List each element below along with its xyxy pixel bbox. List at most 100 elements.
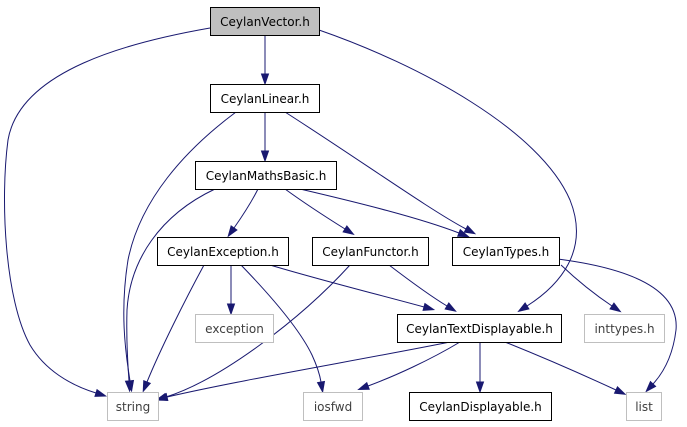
edge-line	[240, 264, 322, 383]
arrowhead	[475, 381, 485, 394]
edge-line	[4, 27, 211, 394]
edge-ceylan-exception-h-to-iosfwd	[240, 264, 326, 394]
edge-line	[504, 341, 617, 391]
node-inttypes-h: inttypes.h	[584, 314, 665, 343]
node-string: string	[107, 392, 159, 421]
edge-ceylan-exception-h-to-exception	[226, 265, 236, 316]
node-label: CeylanVector.h	[220, 15, 310, 29]
node-label: CeylanLinear.h	[221, 92, 310, 106]
edge-ceylan-types-h-to-list	[539, 256, 677, 393]
arrowhead	[155, 392, 169, 401]
arrowhead	[463, 225, 477, 235]
edge-ceylan-linear-h-to-ceylan-maths-basic-h	[260, 112, 270, 163]
edge-ceylan-text-displayable-h-to-ceylan-displayable-h	[475, 342, 485, 394]
node-box	[107, 392, 159, 421]
edge-line	[146, 264, 205, 383]
arrowhead	[422, 302, 436, 311]
node-exception: exception	[195, 314, 274, 343]
arrowhead	[444, 302, 457, 312]
edge-ceylan-exception-h-to-string	[142, 264, 205, 393]
edge-line	[318, 29, 577, 307]
node-box	[195, 314, 274, 343]
edge-line	[166, 341, 451, 398]
edges-layer	[4, 27, 677, 401]
arrowhead	[260, 150, 270, 163]
node-box	[157, 237, 289, 266]
node-box	[452, 237, 560, 266]
arrowhead	[357, 381, 370, 390]
edge-line	[284, 111, 467, 230]
edge-line	[560, 264, 613, 307]
node-label: CeylanException.h	[167, 245, 279, 259]
node-ceylan-linear-h[interactable]: CeylanLinear.h	[210, 84, 320, 113]
edge-line	[539, 256, 677, 385]
node-box	[210, 7, 320, 36]
arrowhead	[142, 379, 152, 393]
edge-line	[269, 264, 425, 308]
arrowhead	[645, 380, 657, 393]
edge-ceylan-maths-basic-h-to-ceylan-functor-h	[284, 188, 355, 236]
arrowhead	[260, 73, 270, 86]
edge-ceylan-text-displayable-h-to-iosfwd	[357, 341, 461, 390]
nodes-layer: CeylanVector.hCeylanLinear.hCeylanMathsB…	[107, 7, 665, 421]
node-ceylan-displayable-h[interactable]: CeylanDisplayable.h	[409, 392, 552, 421]
edge-line	[233, 188, 259, 229]
arrowhead	[517, 302, 530, 313]
arrowhead	[457, 228, 470, 238]
edge-ceylan-functor-h-to-ceylan-text-displayable-h	[388, 264, 457, 312]
node-ceylan-types-h[interactable]: CeylanTypes.h	[452, 237, 560, 266]
node-list: list	[626, 392, 662, 421]
edge-line	[299, 188, 460, 234]
node-label: CeylanFunctor.h	[322, 245, 419, 259]
node-box	[312, 237, 429, 266]
edge-line	[388, 264, 448, 307]
node-label: exception	[205, 322, 264, 336]
edge-ceylan-types-h-to-inttypes-h	[560, 264, 622, 313]
node-box	[210, 84, 320, 113]
node-box	[584, 314, 665, 343]
node-box	[303, 392, 363, 421]
edge-ceylan-exception-h-to-ceylan-text-displayable-h	[269, 264, 436, 311]
edge-line	[367, 341, 461, 387]
node-ceylan-exception-h[interactable]: CeylanException.h	[157, 237, 289, 266]
edge-ceylan-maths-basic-h-to-ceylan-exception-h	[227, 188, 259, 238]
edge-ceylan-text-displayable-h-to-string	[155, 341, 451, 401]
arrowhead	[226, 303, 236, 316]
node-label: list	[635, 400, 653, 414]
arrowhead	[124, 380, 134, 393]
edge-line	[126, 188, 216, 382]
node-label: CeylanTypes.h	[463, 245, 549, 259]
arrowhead	[227, 225, 238, 238]
edge-ceylan-linear-h-to-ceylan-types-h	[284, 111, 477, 235]
node-box	[397, 314, 562, 343]
node-label: CeylanMathsBasic.h	[206, 169, 327, 183]
arrowhead	[94, 388, 108, 397]
edge-ceylan-vector-h-to-ceylan-linear-h	[260, 35, 270, 86]
node-box	[409, 392, 552, 421]
edge-line	[123, 111, 237, 382]
node-ceylan-maths-basic-h[interactable]: CeylanMathsBasic.h	[195, 161, 337, 190]
node-box	[195, 161, 337, 190]
arrowhead	[342, 225, 355, 236]
edge-ceylan-vector-h-to-string	[4, 27, 211, 397]
edge-line	[284, 188, 346, 230]
arrowhead	[613, 385, 627, 395]
node-label: CeylanTextDisplayable.h	[406, 322, 553, 336]
node-label: iosfwd	[314, 400, 352, 414]
node-label: inttypes.h	[594, 322, 654, 336]
node-ceylan-functor-h[interactable]: CeylanFunctor.h	[312, 237, 429, 266]
arrowhead	[609, 302, 622, 313]
edge-ceylan-vector-h-to-ceylan-text-displayable-h	[318, 29, 577, 313]
node-ceylan-vector-h[interactable]: CeylanVector.h	[210, 7, 320, 36]
node-label: CeylanDisplayable.h	[419, 400, 542, 414]
edge-ceylan-maths-basic-h-to-ceylan-types-h	[299, 188, 470, 238]
node-ceylan-text-displayable-h[interactable]: CeylanTextDisplayable.h	[397, 314, 562, 343]
edge-ceylan-text-displayable-h-to-list	[504, 341, 627, 395]
arrowhead	[316, 380, 326, 394]
node-label: string	[116, 400, 150, 414]
edge-ceylan-maths-basic-h-to-string	[124, 188, 216, 393]
node-box	[626, 392, 662, 421]
node-iosfwd: iosfwd	[303, 392, 363, 421]
edge-line	[165, 264, 351, 398]
